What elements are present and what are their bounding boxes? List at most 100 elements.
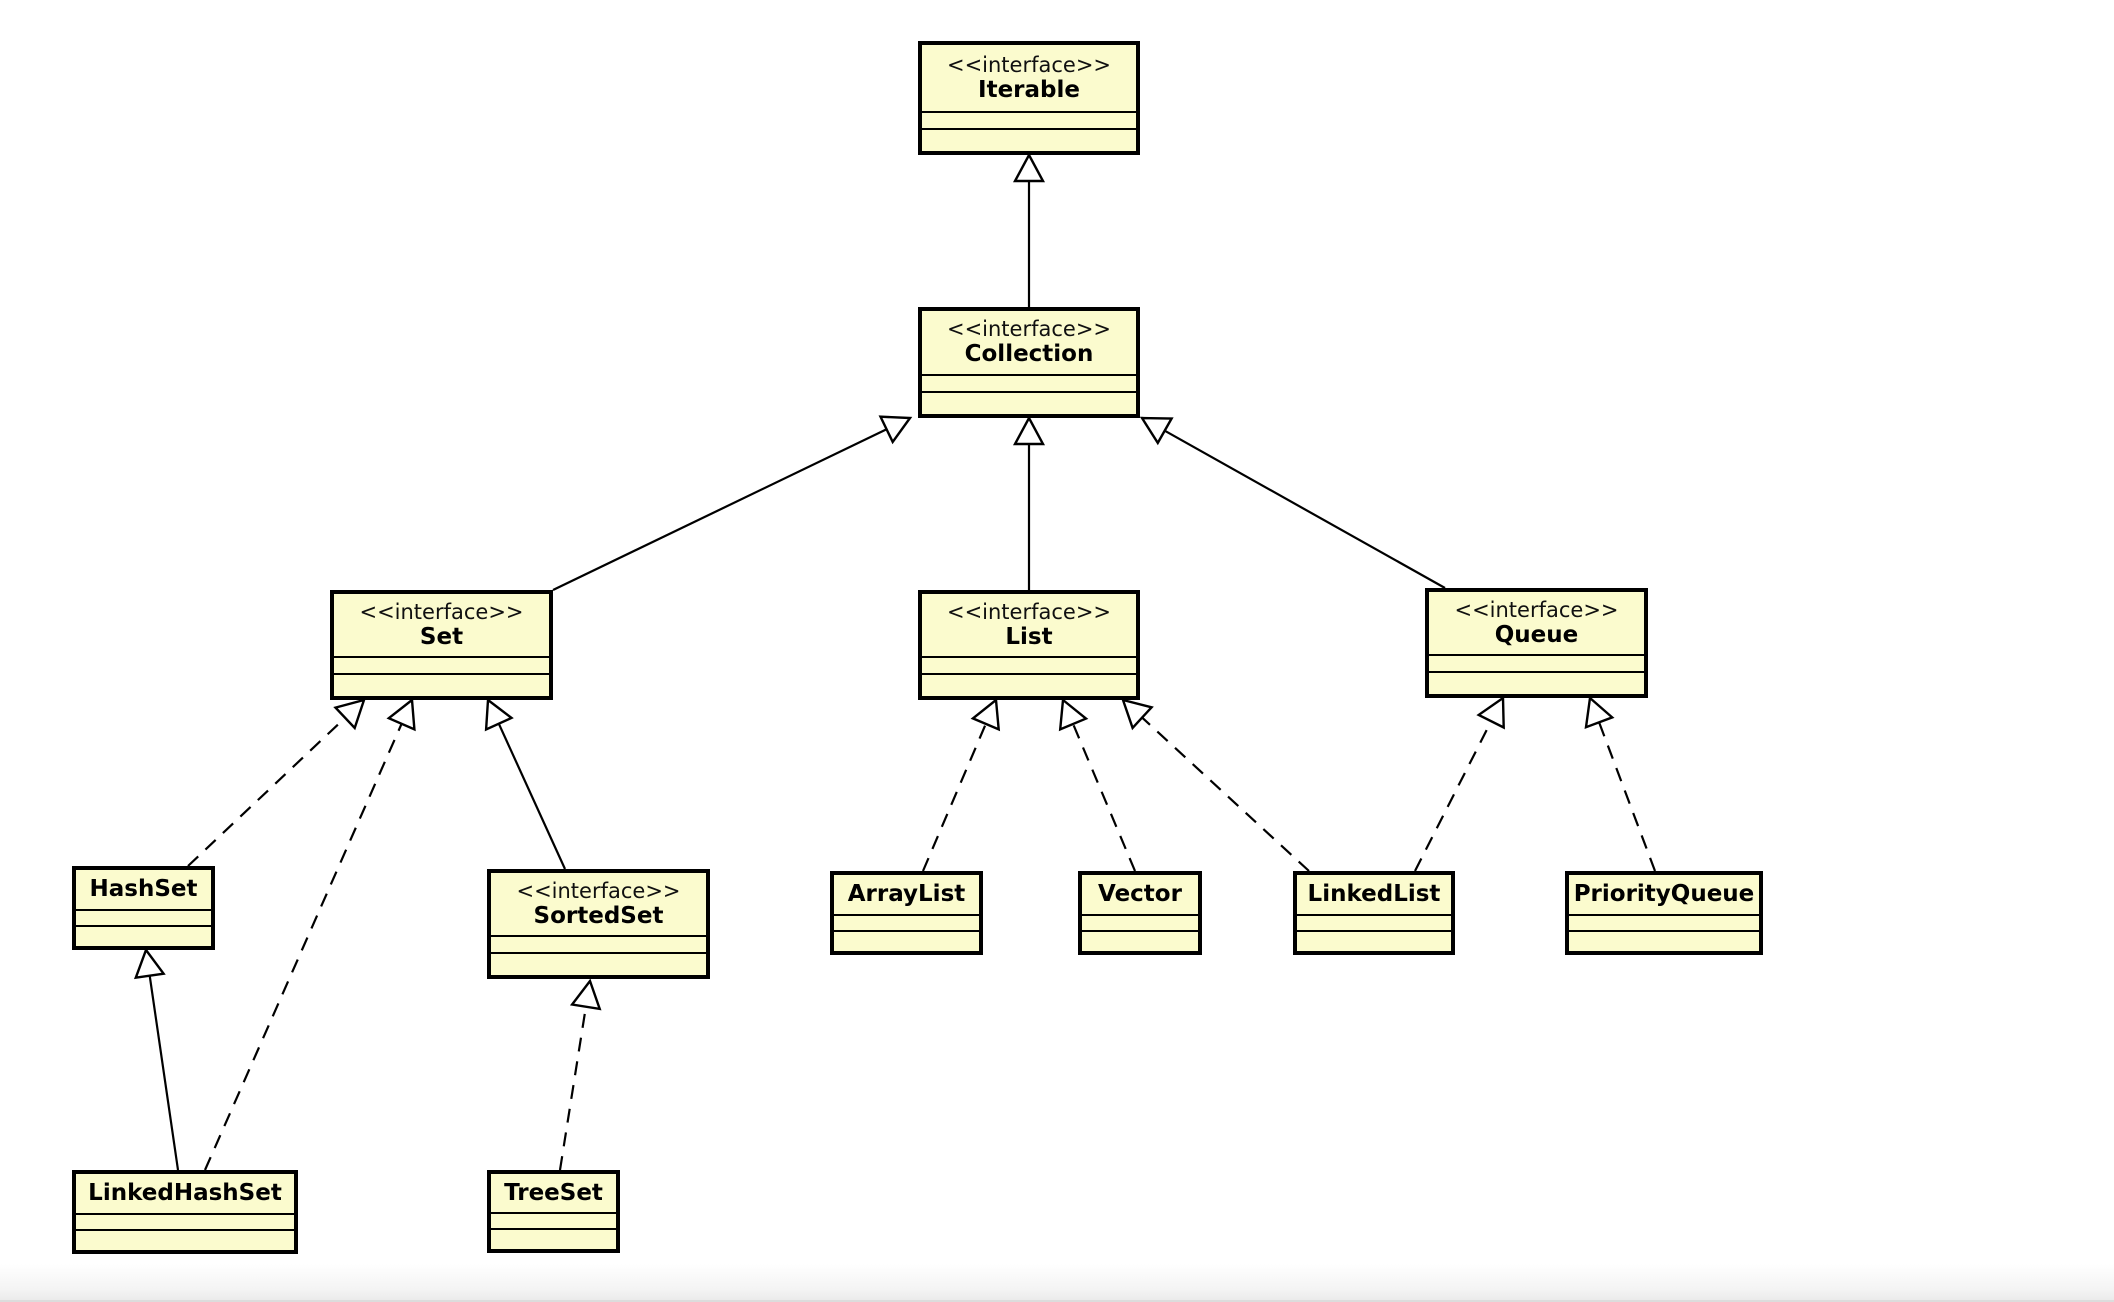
edge-hashset-set — [187, 698, 366, 867]
hollow-triangle-arrowhead-icon — [1012, 415, 1046, 446]
operations-compartment — [922, 391, 1136, 414]
class-name: Queue — [1494, 621, 1579, 648]
class-box-sortedset: <<interface>> SortedSet — [487, 869, 710, 979]
stereotype-label: <<interface>> — [946, 52, 1112, 77]
hollow-triangle-arrowhead-icon — [1121, 698, 1154, 731]
edge-arraylist-list — [921, 697, 1001, 872]
class-box-treeset: TreeSet — [487, 1170, 620, 1253]
hollow-triangle-arrowhead-icon — [1584, 695, 1615, 730]
edge-linkedlist-list — [1121, 698, 1310, 872]
class-name: Collection — [964, 341, 1094, 368]
class-name: PriorityQueue — [1573, 881, 1755, 908]
hollow-triangle-arrowhead-icon — [333, 698, 366, 731]
operations-compartment — [1297, 930, 1451, 951]
hollow-triangle-arrowhead-icon — [1058, 697, 1089, 732]
stereotype-label: <<interface>> — [946, 599, 1112, 624]
class-box-linkedlist: LinkedList — [1293, 871, 1455, 955]
attributes-compartment — [334, 656, 549, 673]
attributes-compartment — [76, 909, 211, 925]
class-name: HashSet — [89, 876, 198, 903]
title-compartment: ArrayList — [834, 875, 979, 914]
class-name: LinkedHashSet — [88, 1180, 282, 1207]
operations-compartment — [76, 1229, 294, 1250]
edge-sortedset-set — [484, 697, 567, 870]
operations-compartment — [1429, 671, 1644, 694]
class-box-iterable: <<interface>> Iterable — [918, 41, 1140, 155]
stereotype-label: <<interface>> — [359, 599, 524, 624]
class-name: Vector — [1098, 881, 1182, 908]
attributes-compartment — [1297, 914, 1451, 930]
attributes-compartment — [491, 935, 706, 952]
class-box-vector: Vector — [1078, 871, 1202, 955]
edge-set-collection — [552, 415, 913, 591]
title-compartment: <<interface>> Collection — [922, 311, 1136, 374]
title-compartment: <<interface>> SortedSet — [491, 873, 706, 935]
operations-compartment — [1082, 930, 1198, 951]
stereotype-label: <<interface>> — [516, 878, 681, 903]
class-box-queue: <<interface>> Queue — [1425, 588, 1648, 698]
class-box-list: <<interface>> List — [918, 590, 1140, 700]
hollow-triangle-arrowhead-icon — [878, 415, 913, 445]
hollow-triangle-arrowhead-icon — [1139, 416, 1174, 446]
operations-compartment — [1569, 930, 1759, 951]
title-compartment: PriorityQueue — [1569, 875, 1759, 914]
edge-list-collection — [1012, 415, 1046, 590]
operations-compartment — [491, 1228, 616, 1249]
class-box-priorityqueue: PriorityQueue — [1565, 871, 1763, 955]
title-compartment: <<interface>> List — [922, 594, 1136, 656]
edge-linkedhashset-set — [203, 697, 416, 1171]
title-compartment: <<interface>> Iterable — [922, 45, 1136, 111]
edge-linkedlist-queue — [1414, 695, 1505, 872]
hollow-triangle-arrowhead-icon — [133, 947, 166, 980]
attributes-compartment — [922, 111, 1136, 128]
attributes-compartment — [491, 1212, 616, 1228]
operations-compartment — [76, 925, 211, 946]
edge-priorityqueue-queue — [1584, 695, 1657, 872]
hollow-triangle-arrowhead-icon — [484, 697, 514, 732]
hollow-triangle-arrowhead-icon — [1012, 152, 1046, 183]
operations-compartment — [334, 673, 549, 696]
stereotype-label: <<interface>> — [1454, 597, 1619, 622]
class-box-linkedhashset: LinkedHashSet — [72, 1170, 298, 1254]
class-name: SortedSet — [533, 902, 664, 929]
class-box-hashset: HashSet — [72, 866, 215, 950]
class-box-set: <<interface>> Set — [330, 590, 553, 700]
edge-linkedhashset-hashset — [133, 947, 180, 1171]
edge-queue-collection — [1139, 416, 1446, 589]
title-compartment: Vector — [1082, 875, 1198, 914]
operations-compartment — [922, 128, 1136, 151]
class-name: Iterable — [978, 76, 1080, 103]
edge-vector-list — [1058, 697, 1137, 872]
class-name: ArrayList — [847, 881, 966, 908]
operations-compartment — [922, 673, 1136, 696]
title-compartment: LinkedList — [1297, 875, 1451, 914]
hollow-triangle-arrowhead-icon — [1476, 695, 1505, 730]
edge-collection-iterable — [1012, 152, 1046, 307]
stereotype-label: <<interface>> — [946, 317, 1112, 342]
title-compartment: TreeSet — [491, 1174, 616, 1212]
attributes-compartment — [1569, 914, 1759, 930]
class-name: LinkedList — [1307, 881, 1441, 908]
attributes-compartment — [1082, 914, 1198, 930]
title-compartment: HashSet — [76, 870, 211, 909]
title-compartment: LinkedHashSet — [76, 1174, 294, 1213]
attributes-compartment — [922, 374, 1136, 391]
attributes-compartment — [1429, 654, 1644, 671]
class-name: Set — [419, 623, 464, 650]
title-compartment: <<interface>> Set — [334, 594, 549, 656]
attributes-compartment — [76, 1213, 294, 1229]
operations-compartment — [834, 930, 979, 951]
class-name: List — [1005, 623, 1053, 650]
page-bottom-edge — [0, 1264, 2114, 1302]
title-compartment: <<interface>> Queue — [1429, 592, 1644, 654]
attributes-compartment — [834, 914, 979, 930]
hollow-triangle-arrowhead-icon — [569, 978, 602, 1011]
hollow-triangle-arrowhead-icon — [386, 697, 416, 732]
hollow-triangle-arrowhead-icon — [970, 697, 1001, 732]
class-name: TreeSet — [504, 1179, 603, 1206]
operations-compartment — [491, 952, 706, 975]
edge-treeset-sortedset — [558, 978, 602, 1171]
attributes-compartment — [922, 656, 1136, 673]
